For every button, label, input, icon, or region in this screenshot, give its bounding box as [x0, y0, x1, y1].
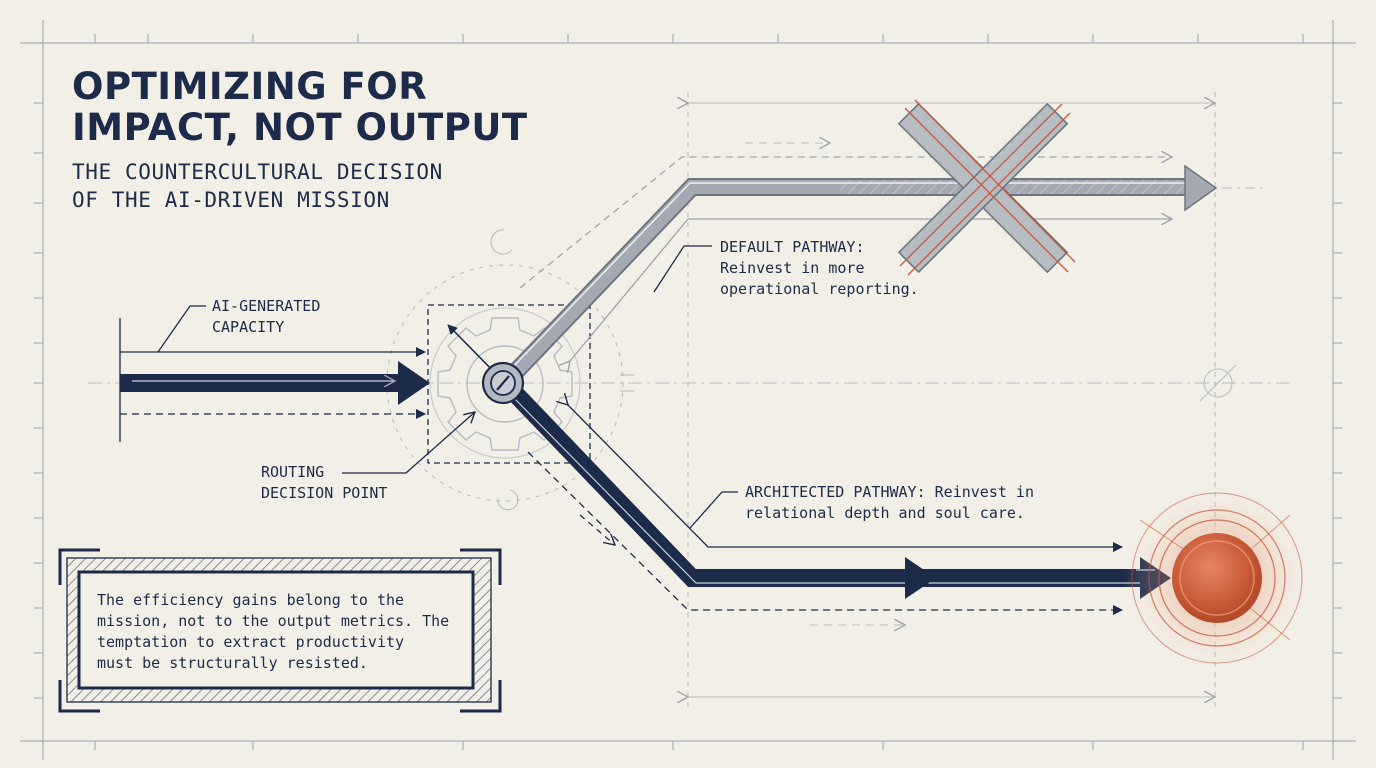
default-pathway-label: DEFAULT PATHWAY: Reinvest in more operat…: [720, 237, 919, 300]
blueprint-frame: [20, 20, 1356, 760]
title-line-1: OPTIMIZING FOR: [72, 65, 428, 108]
default-label-line-2: Reinvest in more: [720, 259, 865, 277]
architected-guide-lines: [527, 405, 1123, 615]
title-line-2: IMPACT, NOT OUTPUT: [72, 106, 528, 149]
page-title: OPTIMIZING FOR IMPACT, NOT OUTPUT: [72, 66, 528, 148]
note-text: The efficiency gains belong to the missi…: [97, 590, 477, 674]
input-label-line-2: CAPACITY: [212, 318, 285, 336]
note-line-4: must be structurally resisted.: [97, 654, 368, 672]
default-label-line-3: operational reporting.: [720, 280, 919, 298]
input-arrow: [120, 361, 430, 405]
subtitle-line-2: OF THE AI-DRIVEN MISSION: [72, 188, 390, 212]
leader-lines: [342, 245, 738, 529]
note-line-3: temptation to extract productivity: [97, 633, 405, 651]
architected-pathway-label: ARCHITECTED PATHWAY: Reinvest in relatio…: [745, 482, 1034, 524]
architected-label-line-1: ARCHITECTED PATHWAY: Reinvest in: [745, 483, 1034, 501]
page-subtitle: THE COUNTERCULTURAL DECISION OF THE AI-D…: [72, 158, 443, 214]
switch-pivot-icon: [447, 324, 525, 405]
input-guide-lines: [119, 305, 426, 442]
target-circle-icon: [1122, 483, 1312, 673]
default-label-line-1: DEFAULT PATHWAY:: [720, 238, 865, 256]
rejected-x-icon: [897, 99, 1076, 276]
architected-label-line-2: relational depth and soul care.: [745, 504, 1025, 522]
note-frame: [58, 548, 502, 713]
subtitle-line-1: THE COUNTERCULTURAL DECISION: [72, 160, 443, 184]
ruler-ticks: [34, 34, 1342, 750]
input-label: AI-GENERATED CAPACITY: [212, 296, 320, 338]
routing-label-line-2: DECISION POINT: [261, 484, 388, 502]
input-label-line-1: AI-GENERATED: [212, 297, 321, 315]
routing-label: ROUTING DECISION POINT: [261, 462, 387, 504]
routing-label-line-1: ROUTING: [261, 463, 325, 481]
note-line-2: mission, not to the output metrics. The: [97, 612, 450, 630]
note-line-1: The efficiency gains belong to the: [97, 591, 405, 609]
